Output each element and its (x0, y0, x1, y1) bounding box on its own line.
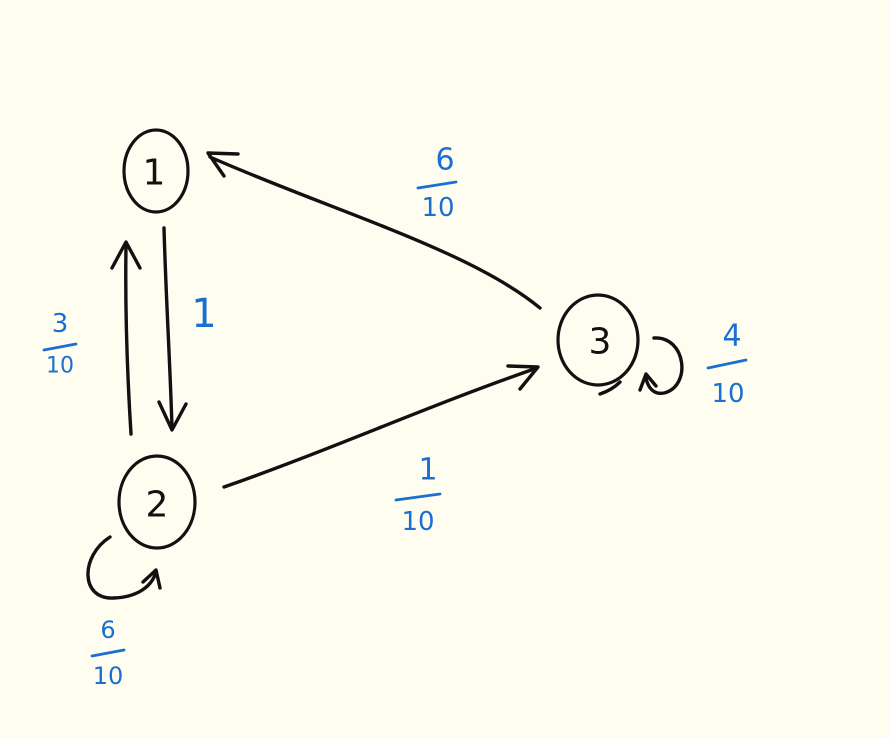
self-loop-3-line (644, 336, 684, 396)
edge-1-to-2 (157, 226, 188, 432)
node-1-label: 1 (143, 153, 166, 194)
self-loop-2-fraction-bar (90, 648, 126, 658)
edge-2-to-3-line (222, 366, 539, 489)
edge-2-to-1 (110, 240, 142, 436)
self-loop-2-numerator: 6 (100, 616, 115, 644)
self-loop-2-arrowhead (141, 568, 162, 590)
node-3: 3 (556, 293, 640, 387)
edge-3-to-1-numerator: 6 (435, 143, 454, 178)
edge-2-to-3-fraction-bar (394, 492, 442, 502)
edge-2-to-3-denominator: 10 (401, 507, 434, 537)
node-3-label: 3 (589, 322, 612, 363)
edge-3-to-1-arrowhead (206, 151, 240, 178)
self-loop-3-arrowhead (638, 372, 658, 392)
self-loop-2-line (86, 535, 158, 600)
node-3-circle (556, 293, 640, 387)
edge-1-to-2-arrowhead (157, 400, 188, 432)
edge-2-to-1-numerator: 3 (52, 309, 69, 339)
edge-1-to-2-line (162, 226, 174, 430)
edge-3-to-1-line (208, 155, 542, 310)
self-loop-3-numerator: 4 (722, 319, 741, 354)
edge-3-to-1-fraction-bar (416, 180, 458, 190)
edge-2-to-3-numerator: 1 (418, 453, 437, 488)
self-loop-2 (86, 535, 162, 600)
self-loop-2-label: 6 10 (90, 616, 126, 690)
node-1-circle (122, 128, 190, 214)
self-loop-3 (598, 336, 684, 396)
edge-2-to-3 (222, 364, 540, 489)
edge-3-to-1 (206, 151, 542, 310)
self-loop-2-denominator: 10 (93, 662, 124, 690)
edge-2-to-1-arrowhead (110, 240, 142, 270)
node-2-circle (117, 454, 197, 550)
edge-2-to-3-label: 1 10 (394, 453, 442, 537)
edge-2-to-1-fraction-bar (42, 342, 78, 352)
node-2: 2 (117, 454, 197, 550)
edge-3-to-1-label: 6 10 (416, 143, 458, 223)
self-loop-3-fraction-bar (706, 358, 748, 370)
edge-3-to-1-denominator: 10 (421, 193, 454, 223)
self-loop-3-denominator: 10 (711, 379, 744, 409)
self-loop-3-tail (598, 380, 622, 396)
self-loop-3-label: 4 10 (706, 319, 748, 409)
node-1: 1 (122, 128, 190, 214)
edge-2-to-1-line (124, 244, 133, 436)
edge-2-to-1-label: 3 10 (42, 309, 78, 379)
edge-2-to-3-arrowhead (506, 364, 540, 391)
edge-2-to-1-denominator: 10 (46, 354, 74, 379)
edge-1-to-2-label: 1 (191, 291, 216, 337)
node-2-label: 2 (146, 485, 169, 526)
